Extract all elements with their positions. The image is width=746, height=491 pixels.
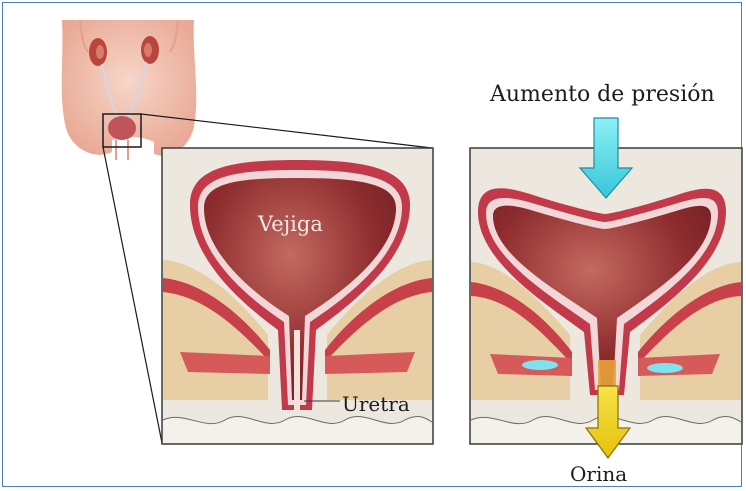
urethra-label: Uretra: [342, 392, 410, 416]
pressure-label: Aumento de presión: [490, 82, 715, 107]
torso-figure: [62, 20, 197, 160]
urine-label: Orina: [570, 462, 627, 486]
bladder-label: Vejiga: [258, 212, 323, 236]
